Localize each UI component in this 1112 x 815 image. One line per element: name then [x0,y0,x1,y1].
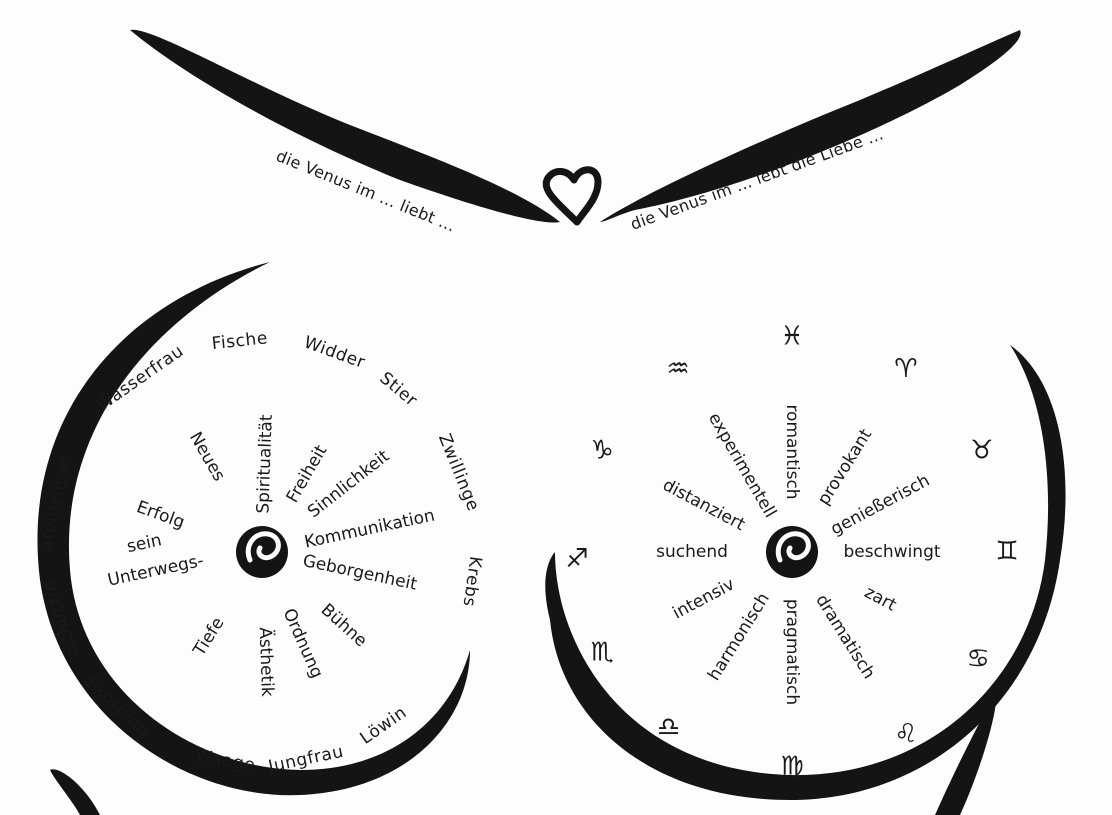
sign-label: Zwillinge [434,431,483,514]
zodiac-glyph: ♑ [591,436,614,466]
heart-icon [546,170,598,222]
spoke-label: romantisch [782,404,802,499]
spoke-label: beschwingt [843,542,940,562]
spoke-label: Unterwegs- [106,551,206,591]
sign-label: Krebs [458,555,485,608]
zodiac-glyph: ♎ [657,713,680,743]
spoke-label: Erfolg [134,497,187,533]
spoke-label: sein [125,530,163,557]
zodiac-glyph: ♍ [780,752,803,782]
caption-right: die Venus im ... lebt die Liebe ... [628,124,886,233]
zodiac-glyph: ♈ [894,354,917,384]
zodiac-glyph: ♓ [780,322,803,352]
spoke-label: zart [861,582,900,615]
zodiac-glyph: ♊ [995,537,1018,567]
zodiac-glyph: ♉ [970,436,993,466]
zodiac-glyph: ♌ [894,719,917,749]
left-wing-stroke [130,30,560,223]
bottom-left-stroke [50,769,100,815]
spoke-label: intensiv [669,574,738,623]
spoke-label: Geborgenheit [301,551,419,595]
spoke-label: distanziert [659,475,748,535]
zodiac-glyph: ♏ [591,637,614,667]
spoke-label: pragmatisch [782,599,802,705]
zodiac-glyph: ♋ [967,644,990,674]
sign-label: Widder [301,332,368,373]
sign-label: Skorpion [82,673,153,741]
right-wing-stroke [600,30,1021,222]
sign-label: Stier [376,368,422,411]
right-spiral-icon [766,526,818,578]
spoke-label: Bühne [317,600,371,651]
zodiac-glyph: ♐ [565,544,588,574]
spoke-label: Ästhetik [255,627,278,697]
spoke-label: Tiefe [189,614,228,661]
spoke-label: dramatisch [811,591,879,683]
spoke-label: Spiritualität [253,414,276,514]
left-spiral-icon [236,526,288,578]
spoke-label: Neues [185,429,229,485]
sign-label: Fische [211,328,269,354]
spoke-label: provokant [814,425,877,509]
zodiac-glyph: ♒ [666,354,689,384]
sign-label: Löwin [357,703,411,749]
spoke-label: suchend [656,542,728,562]
